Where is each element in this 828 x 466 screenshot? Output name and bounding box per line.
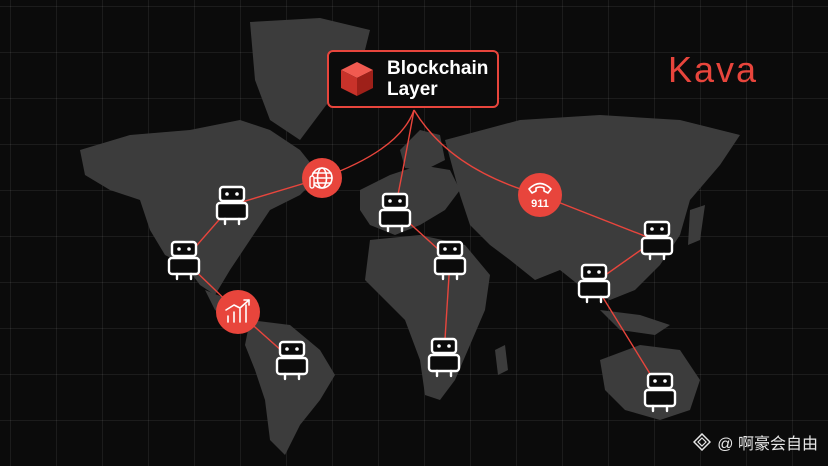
diamond-logo-icon <box>693 433 712 451</box>
emergency-phone-icon: 911 <box>518 173 562 217</box>
africa <box>365 235 490 400</box>
south-america <box>245 320 335 455</box>
robot-icon <box>640 220 674 261</box>
robot-icon <box>577 263 611 304</box>
phone-label: 911 <box>531 198 549 210</box>
indonesia <box>600 310 670 335</box>
robot-icon <box>433 240 467 281</box>
robot-icon <box>167 240 201 281</box>
blockchain-subtitle: Layer <box>387 79 438 100</box>
robot-icon <box>215 185 249 226</box>
robot-icon <box>427 337 461 378</box>
watermark: @ 啊豪会自由 <box>693 430 818 454</box>
growth-chart-icon <box>216 290 260 334</box>
watermark-text: @ 啊豪会自由 <box>717 436 818 453</box>
north-america <box>80 120 320 295</box>
blockchain-title: Blockchain <box>387 58 489 79</box>
blockchain-layer-card: Blockchain Layer <box>327 50 499 108</box>
robot-icon <box>275 340 309 381</box>
red-cube-icon <box>341 62 373 96</box>
robot-icon <box>643 372 677 413</box>
japan <box>688 205 705 245</box>
robot-icon <box>378 192 412 233</box>
scandinavia <box>400 130 445 170</box>
greenland <box>250 18 370 140</box>
globe-thermometer-icon <box>302 158 342 198</box>
kava-logo: Kava <box>668 49 759 90</box>
madagascar <box>495 345 508 375</box>
